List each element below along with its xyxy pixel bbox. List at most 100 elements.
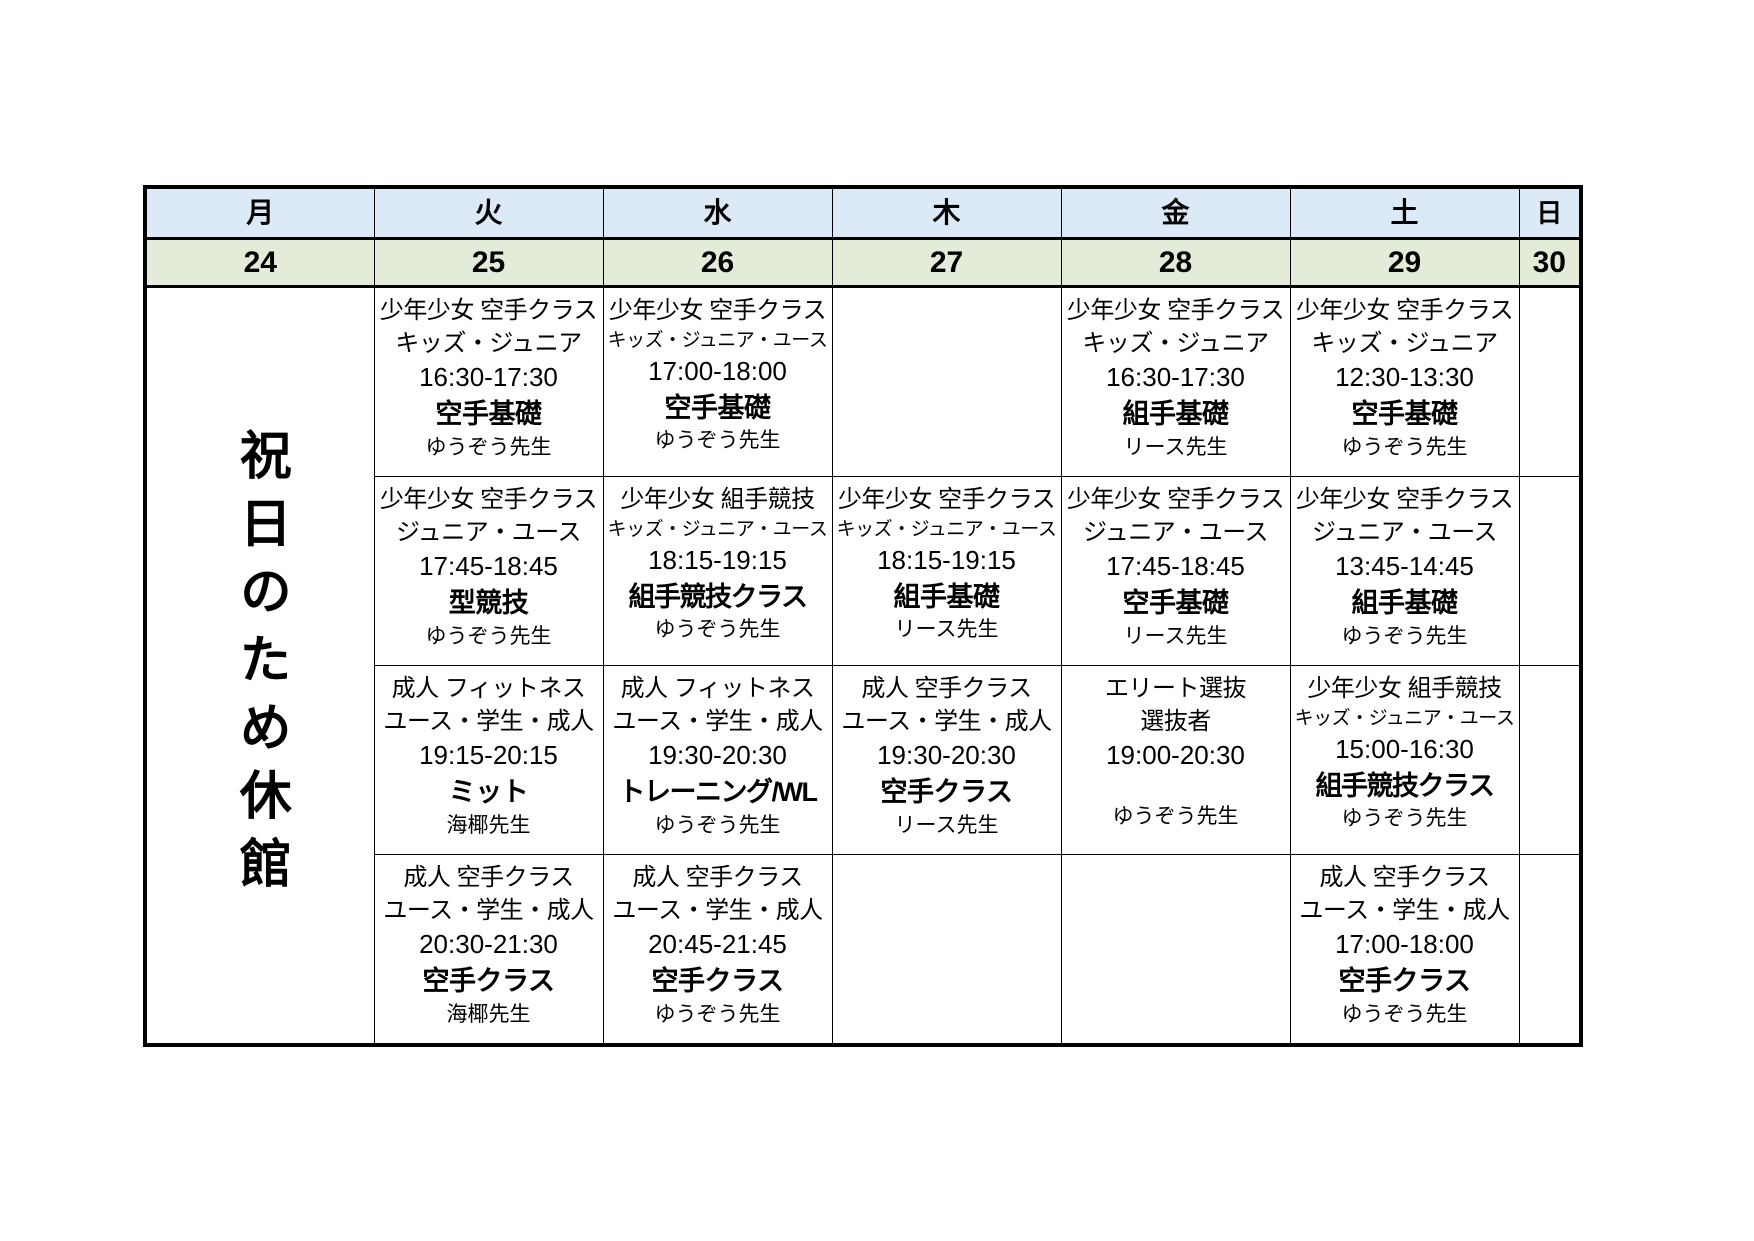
class-level-label: ジュニア・ユース	[395, 518, 582, 546]
class-name-label: 空手クラス	[880, 777, 1013, 808]
date-cell-mon: 24	[144, 238, 375, 288]
class-name-label: 組手競技クラス	[1315, 770, 1495, 801]
class-teacher-label: リース先生	[1123, 624, 1228, 648]
class-level-label: ユース・学生・成人	[383, 896, 594, 924]
class-time-label: 17:45-18:45	[1106, 551, 1245, 582]
class-name-label: 組手競技クラス	[628, 581, 808, 612]
date-cell-fri: 28	[1060, 238, 1291, 288]
class-level-label: ユース・学生・成人	[612, 896, 823, 924]
class-slot-sat[interactable]: 成人 空手クラスユース・学生・成人 17:00-18:00 空手クラスゆうぞう先生	[1289, 854, 1520, 1046]
class-teacher-label: ゆうぞう先生	[1341, 1002, 1468, 1026]
dow-header-row: 月火水木金土日	[144, 186, 1582, 240]
class-teacher-label: リース先生	[894, 618, 999, 642]
empty-slot-thu	[831, 854, 1062, 1046]
class-name-label: 空手基礎	[1122, 588, 1230, 619]
class-group-label: 少年少女 組手競技	[1307, 675, 1502, 702]
class-teacher-label: リース先生	[1123, 435, 1228, 459]
empty-slot-sun	[1518, 854, 1582, 1046]
class-group-label: エリート選抜	[1105, 675, 1247, 702]
class-teacher-label: ゆうぞう先生	[1341, 807, 1468, 831]
empty-slot-sun	[1518, 476, 1582, 666]
class-time-label: 17:00-18:00	[1335, 929, 1474, 960]
class-name-label: 空手クラス	[651, 966, 784, 997]
class-name-label: 組手基礎	[1122, 399, 1230, 430]
class-time-label: 19:30-20:30	[877, 740, 1016, 771]
class-group-label: 少年少女 空手クラス	[1066, 486, 1285, 513]
date-cell-sun: 30	[1518, 238, 1582, 288]
class-level-label: キッズ・ジュニア・ユース	[607, 329, 828, 351]
class-name-label: トレーニング/WL	[618, 777, 818, 808]
class-teacher-label: ゆうぞう先生	[1341, 624, 1468, 648]
dow-header-sun: 日	[1518, 186, 1582, 240]
class-time-label: 18:15-19:15	[648, 544, 787, 575]
empty-slot-sun	[1518, 665, 1582, 855]
class-group-label: 成人 フィットネス	[620, 675, 815, 702]
class-group-label: 少年少女 空手クラス	[608, 297, 827, 324]
date-cell-wed: 26	[602, 238, 833, 288]
class-group-label: 少年少女 空手クラス	[837, 486, 1056, 513]
class-group-label: 少年少女 空手クラス	[379, 297, 598, 324]
class-teacher-label: ゆうぞう先生	[425, 435, 552, 459]
class-level-label: ジュニア・ユース	[1311, 518, 1498, 546]
date-cell-sat: 29	[1289, 238, 1520, 288]
class-teacher-label: ゆうぞう先生	[654, 618, 781, 642]
class-time-label: 19:30-20:30	[648, 740, 787, 771]
empty-slot-sun	[1518, 286, 1582, 477]
class-level-label: キッズ・ジュニア・ユース	[607, 518, 828, 540]
empty-slot-thu	[831, 286, 1062, 477]
dow-header-wed: 水	[602, 186, 833, 240]
holiday-closed-cell: 祝日のため休館	[144, 286, 375, 1046]
class-teacher-label: 海椰先生	[446, 1002, 531, 1026]
holiday-vertical-text: 祝日のため休館	[231, 427, 290, 904]
class-name-label: 空手基礎	[1351, 399, 1459, 430]
class-time-label: 13:45-14:45	[1335, 551, 1474, 582]
class-time-label: 16:30-17:30	[419, 362, 558, 393]
class-group-label: 成人 空手クラス	[632, 864, 803, 891]
dow-header-mon: 月	[144, 186, 375, 240]
class-block: 成人 空手クラスユース・学生・成人 17:00-18:00 空手クラスゆうぞう先生	[1291, 855, 1519, 1043]
class-group-label: 少年少女 空手クラス	[1295, 297, 1514, 324]
class-name-label: 組手基礎	[893, 581, 1001, 612]
class-teacher-label: ゆうぞう先生	[1341, 435, 1468, 459]
class-time-label: 19:15-20:15	[419, 740, 558, 771]
dow-header-tue: 火	[373, 186, 604, 240]
class-group-label: 成人 空手クラス	[403, 864, 574, 891]
class-name-label: 空手クラス	[422, 966, 555, 997]
class-level-label: ユース・学生・成人	[1299, 896, 1510, 924]
class-teacher-label: リース先生	[894, 813, 999, 837]
class-name-label: 空手クラス	[1338, 966, 1471, 997]
class-time-label: 17:00-18:00	[648, 355, 787, 386]
class-group-label: 成人 空手クラス	[1319, 864, 1490, 891]
